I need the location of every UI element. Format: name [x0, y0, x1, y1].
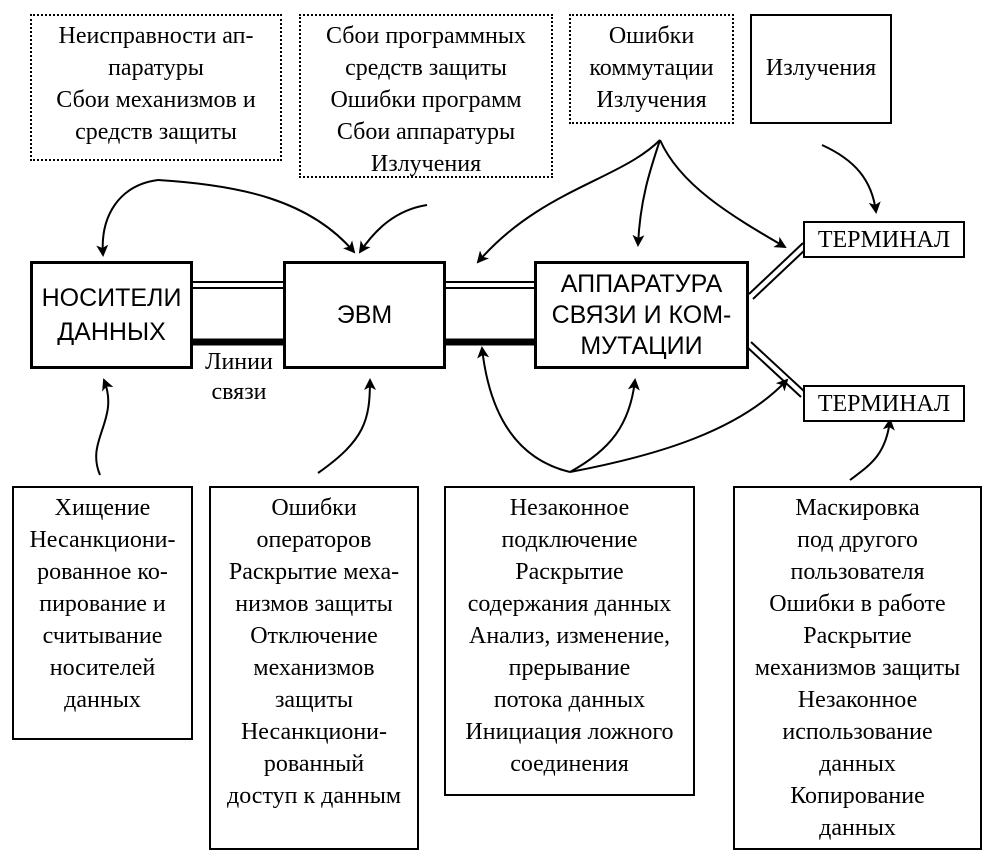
- threat-line: Несанкциони-: [29, 527, 176, 553]
- arrow-switch-to-terminal: [659, 139, 787, 249]
- threat-line: паратуры: [108, 55, 204, 81]
- threat-line: Хищение: [54, 495, 151, 521]
- threat-line: использование: [782, 719, 933, 745]
- link-comms-terminal-top: [748, 242, 808, 300]
- threat-line: данных: [819, 815, 896, 841]
- threat-line: содержания данных: [467, 591, 672, 617]
- threat-line: Анализ, изменение,: [469, 623, 670, 649]
- arrow-network-to-comms: [569, 378, 640, 473]
- computer-box: ЭВМ: [283, 261, 446, 369]
- threat-box-software: Сбои программных средств защиты Ошибки п…: [299, 14, 553, 178]
- threat-line: Раскрытие: [515, 559, 624, 585]
- threat-line: Сбои аппаратуры: [336, 119, 516, 145]
- arrow-top-to-storage: [96, 179, 159, 257]
- component-label: СВЯЗИ И КОМ-: [551, 300, 732, 329]
- arrow-network-to-link: [477, 346, 571, 473]
- arrow-switch-to-comms: [632, 139, 661, 247]
- threat-box-network: Незаконное подключение Раскрытие содержа…: [444, 486, 695, 796]
- threat-line: механизмов защиты: [754, 655, 961, 681]
- threat-line: коммутации: [589, 55, 714, 81]
- threat-line: рованный: [263, 751, 365, 777]
- arrow-theft-to-storage: [95, 378, 114, 476]
- threat-box-hardware: Неисправности ап- паратуры Сбои механизм…: [30, 14, 282, 161]
- threat-line: средств защиты: [75, 119, 237, 145]
- threat-line: данных: [819, 751, 896, 777]
- threat-box-theft: Хищение Несанкциони- рованное ко- пирова…: [12, 486, 193, 740]
- storage-media-box: НОСИТЕЛИ ДАННЫХ: [30, 261, 193, 369]
- threat-line: соединения: [510, 751, 629, 777]
- threat-line: пирование и: [39, 591, 166, 617]
- threat-line: потока данных: [493, 687, 646, 713]
- threat-line: пользователя: [790, 559, 925, 585]
- component-label: НОСИТЕЛИ: [41, 284, 182, 312]
- threat-line: Отключение: [250, 623, 378, 649]
- threat-line: Маскировка: [795, 495, 920, 521]
- link-computer-comms: [446, 281, 534, 346]
- link-label: Линии связи: [196, 347, 282, 407]
- threat-line: данных: [64, 687, 141, 713]
- threat-line: рованное ко-: [37, 559, 168, 585]
- comms-equipment-box: АППАРАТУРА СВЯЗИ И КОМ- МУТАЦИИ: [534, 261, 749, 369]
- terminal-top-box: ТЕРМИНАЛ: [803, 221, 965, 258]
- threat-box-masking: Маскировка под другого пользователя Ошиб…: [733, 486, 982, 850]
- threat-line: Копирование: [790, 783, 925, 809]
- threat-line: механизмов: [253, 655, 375, 681]
- threat-line: Ошибки: [271, 495, 357, 521]
- arrow-switch-to-link: [476, 139, 661, 264]
- link-label-line: связи: [211, 379, 267, 405]
- threat-line: Сбои программных: [325, 23, 527, 49]
- arrow-network-to-terminal: [569, 378, 789, 473]
- component-label: ЭВМ: [336, 301, 393, 329]
- arrow-software-to-computer: [358, 204, 428, 254]
- threat-line: Ошибки программ: [330, 87, 522, 113]
- link-label-line: Линии: [205, 349, 273, 375]
- threat-line: Сбои механизмов и: [56, 87, 256, 113]
- threat-line: Раскрытие меха-: [228, 559, 400, 585]
- threat-line: Неисправности ап-: [58, 23, 254, 49]
- threat-line: Несанкциони-: [240, 719, 388, 745]
- threat-line: низмов защиты: [235, 591, 393, 617]
- terminal-bottom-box: ТЕРМИНАЛ: [803, 385, 965, 422]
- threat-line: подключение: [501, 527, 638, 553]
- arrow-radiation-to-terminal: [821, 144, 881, 214]
- threat-line: Излучения: [765, 55, 877, 81]
- threat-line: операторов: [256, 527, 372, 553]
- threat-line: Незаконное: [797, 687, 918, 713]
- threat-line: Раскрытие: [803, 623, 912, 649]
- threat-line: Ошибки: [608, 23, 695, 49]
- link-comms-terminal-bottom: [746, 341, 806, 398]
- threat-line: Излучения: [370, 151, 482, 177]
- arrow-operators-to-computer: [317, 378, 376, 474]
- arrow-masking-to-terminal: [849, 418, 895, 481]
- threat-line: Незаконное: [509, 495, 630, 521]
- component-label: ДАННЫХ: [57, 318, 166, 346]
- threat-box-switching: Ошибки коммутации Излучения: [569, 14, 734, 124]
- threat-box-operators: Ошибки операторов Раскрытие меха- низмов…: [209, 486, 419, 850]
- threat-line: Ошибки в работе: [769, 591, 946, 617]
- threat-line: Инициация ложного: [465, 719, 674, 745]
- threat-line: носителей: [49, 655, 156, 681]
- threat-line: доступ к данным: [227, 783, 401, 809]
- threat-line: прерывание: [508, 655, 631, 681]
- component-label: АППАРАТУРА: [560, 269, 723, 298]
- threat-line: средств защиты: [345, 55, 507, 81]
- threat-line: считывание: [42, 623, 163, 649]
- threat-line: Излучения: [596, 87, 707, 113]
- component-label: ТЕРМИНАЛ: [817, 390, 951, 417]
- threat-line: под другого: [797, 527, 918, 553]
- component-label: МУТАЦИИ: [580, 331, 703, 360]
- arrow-top-to-computer: [157, 179, 356, 254]
- threat-box-radiation: Излучения: [750, 14, 892, 124]
- threat-line: защиты: [274, 687, 354, 713]
- link-storage-computer: [193, 281, 283, 346]
- component-label: ТЕРМИНАЛ: [817, 226, 951, 253]
